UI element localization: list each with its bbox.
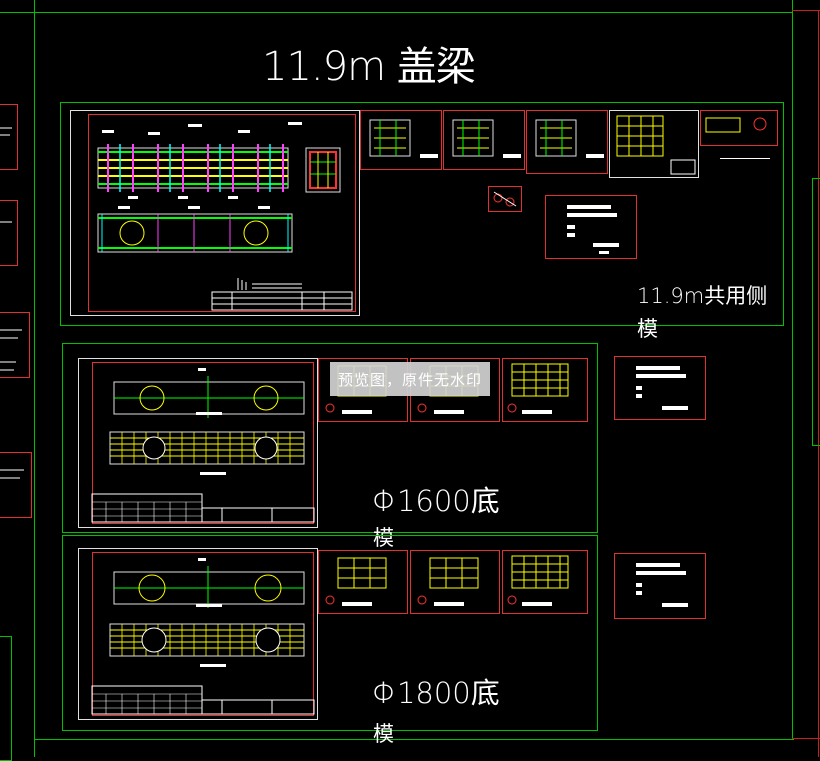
left-partial-sheet-4 — [0, 452, 32, 518]
main-title: 11.9m 盖梁 — [262, 44, 476, 90]
d1800-plan-drawing — [91, 558, 315, 715]
d1800-notes-lines — [636, 563, 688, 607]
cap-beam-detail-sheet-3 — [526, 110, 608, 174]
cap-beam-main-sheet-inner — [88, 114, 356, 312]
cap-beam-detail-sheet-5 — [700, 110, 778, 146]
outer-border-bottom — [34, 739, 794, 740]
d1800-notes-sheet — [614, 553, 706, 619]
side-form-label: 11.9m共用侧 — [637, 284, 768, 308]
section-d1800-frame — [62, 535, 598, 731]
section-cap-beam-frame — [60, 102, 784, 326]
d1600-main-sheet — [78, 358, 318, 528]
outer-border-left — [34, 0, 35, 757]
d1600-notes-sheet — [614, 356, 706, 420]
left-partial-green-frame — [0, 636, 12, 761]
d1600-label-cont: 模 — [373, 526, 394, 550]
side-form-label-cont: 模 — [637, 317, 658, 341]
section-d1600-frame — [62, 343, 598, 533]
left-partial-sheet-3 — [0, 312, 30, 378]
cap-beam-main-sheet — [70, 110, 360, 316]
cap-beam-small-detail-drawing — [493, 191, 517, 207]
cap-beam-elevation-drawing — [97, 122, 353, 311]
d1800-detail-sheet-1 — [318, 550, 408, 614]
d1800-main-sheet — [78, 548, 318, 720]
left-partial-sheet-1 — [0, 104, 18, 170]
d1800-label: Φ1800底 — [372, 676, 500, 710]
cap-beam-detail-drawings — [369, 115, 767, 175]
outer-red-top — [792, 10, 820, 11]
left-partial-lines — [0, 127, 24, 479]
d1600-detail-sheet-3 — [502, 358, 588, 422]
preview-watermark: 预览图，原件无水印 — [330, 362, 490, 396]
outer-border-top — [0, 12, 792, 13]
outer-border-right — [792, 0, 793, 740]
cap-beam-detail-sheet-4 — [609, 110, 699, 178]
cap-beam-small-detail — [488, 186, 522, 212]
cap-beam-detail-sheet-2 — [443, 110, 525, 170]
d1800-detail-sheet-3 — [502, 550, 588, 614]
cap-beam-notes-sheet — [545, 195, 637, 259]
d1600-main-sheet-inner — [92, 362, 314, 524]
cap-beam-detail-sheet-1 — [360, 110, 442, 170]
d1800-label-cont: 模 — [373, 722, 394, 746]
d1600-label: Φ1600底 — [372, 484, 500, 518]
d1800-detail-drawings — [325, 555, 569, 606]
cap-beam-notes-lines — [567, 205, 619, 254]
d1600-notes-lines — [636, 366, 688, 410]
right-partial-green-frame — [812, 178, 820, 446]
left-partial-sheet-2 — [0, 200, 18, 266]
cap-beam-detail-underline — [720, 158, 770, 159]
outer-red-bottom — [792, 738, 820, 739]
d1600-plan-drawing — [91, 368, 315, 523]
d1800-main-sheet-inner — [92, 552, 314, 716]
outer-red-line — [818, 10, 819, 757]
d1800-detail-sheet-2 — [410, 550, 500, 614]
